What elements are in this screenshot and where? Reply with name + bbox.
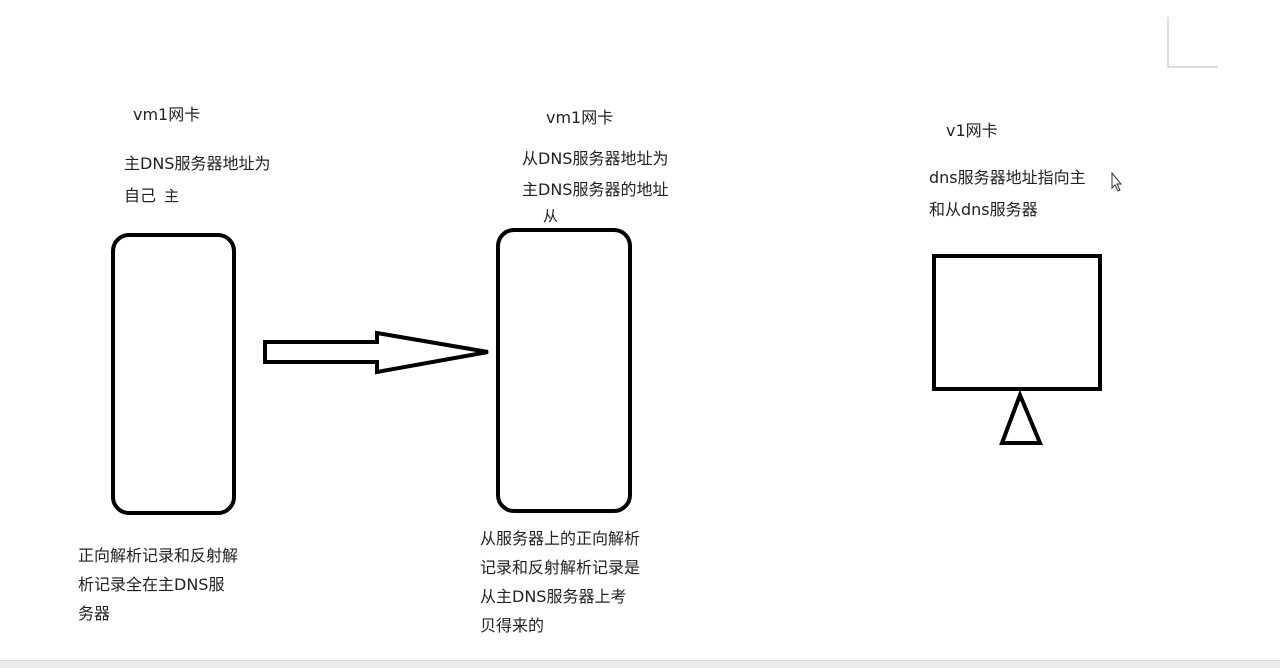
left-bottom-text: 正向解析记录和反射解 析记录全在主DNS服 务器 xyxy=(78,541,238,628)
mouse-pointer-icon xyxy=(1111,171,1123,192)
left-desc-line2: 自己 xyxy=(124,186,157,205)
client-monitor-stand xyxy=(999,389,1043,445)
bottom-bar xyxy=(0,660,1280,668)
right-desc-line1: dns服务器地址指向主 xyxy=(929,168,1086,187)
middle-bottom-line: 从服务器上的正向解析 xyxy=(480,529,641,548)
middle-bottom-text: 从服务器上的正向解析 记录和反射解析记录是 从主DNS服务器上考 贝得来的 xyxy=(480,524,640,640)
middle-bottom-line: 记录和反射解析记录是 xyxy=(480,558,641,577)
page-corner-mark xyxy=(1167,17,1218,68)
left-desc-line1: 主DNS服务器地址为 xyxy=(124,154,271,173)
middle-desc-line2: 主DNS服务器的地址 xyxy=(522,180,669,199)
left-bottom-line: 析记录全在主DNS服 xyxy=(78,575,225,594)
middle-overlay-char: 从 xyxy=(543,207,559,225)
left-bottom-line: 正向解析记录和反射解 xyxy=(78,546,239,565)
right-desc-line2: 和从dns服务器 xyxy=(929,200,1038,219)
right-title: v1网卡 xyxy=(946,121,998,140)
left-bottom-line: 务器 xyxy=(78,604,111,623)
left-overlay-char: 主 xyxy=(164,187,180,205)
client-monitor-screen xyxy=(932,254,1102,391)
primary-dns-server-shape xyxy=(111,233,236,515)
replication-arrow xyxy=(263,330,489,375)
middle-bottom-line: 贝得来的 xyxy=(480,616,545,635)
left-title: vm1网卡 xyxy=(133,105,201,124)
secondary-dns-server-shape xyxy=(496,228,632,513)
middle-desc-line1: 从DNS服务器地址为 xyxy=(522,149,669,168)
middle-bottom-line: 从主DNS服务器上考 xyxy=(480,587,627,606)
middle-title: vm1网卡 xyxy=(546,108,614,127)
